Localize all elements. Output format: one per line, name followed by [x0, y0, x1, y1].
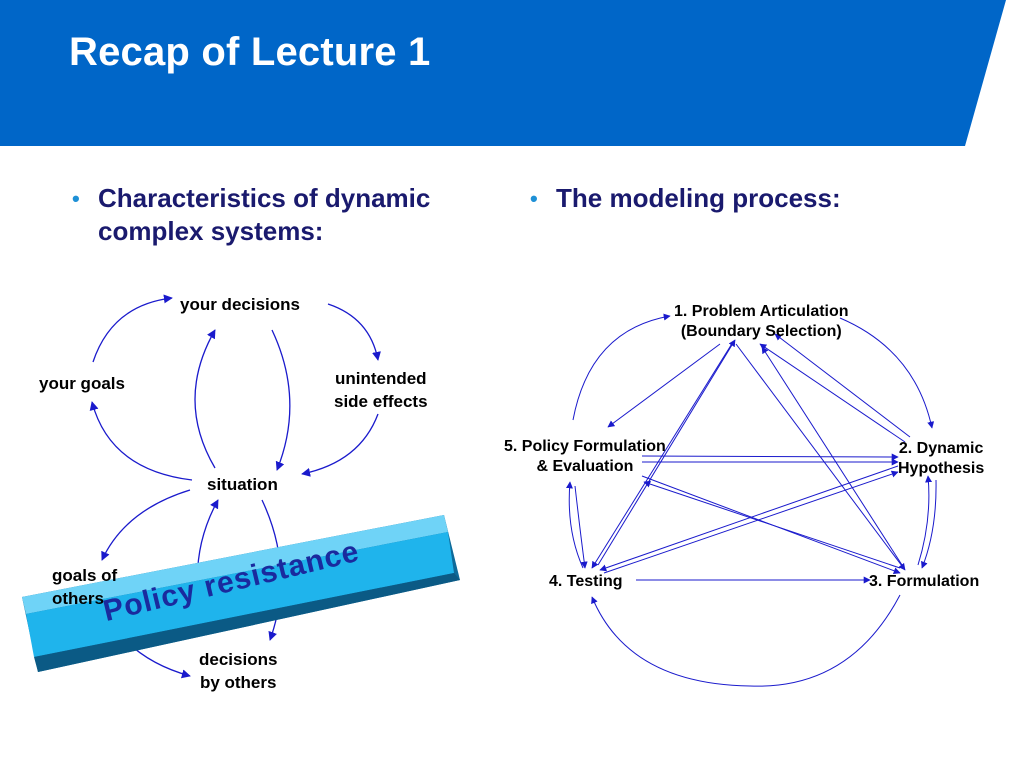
policy-resistance-banner — [22, 515, 460, 672]
arrow-2-to-4 — [599, 465, 899, 572]
node-policy-formulation: 5. Policy Formulation& Evaluation — [504, 438, 666, 475]
bullet-modeling-process: • The modeling process: — [530, 182, 956, 215]
arrow-sideeffects-to-situation — [301, 413, 379, 477]
arrow-1-to-4 — [591, 341, 734, 569]
node-formulation: 3. Formulation — [869, 573, 980, 590]
arrow-cycle-2-to-3 — [921, 479, 937, 569]
arrow-4-to-1 — [597, 339, 736, 566]
node-problem-articulation: 1. Problem Articulation(Boundary Selecti… — [674, 303, 849, 340]
arrow-situation-to-decisions — [194, 329, 216, 469]
node-your-decisions: your decisions — [180, 295, 300, 314]
side-effects-line: side effects — [334, 392, 428, 411]
node-testing: 4. Testing — [549, 573, 623, 590]
arrow-3-to-5 — [643, 480, 901, 569]
arrow-situation-to-goalsofothers — [101, 489, 191, 561]
page-title: Recap of Lecture 1 — [69, 30, 431, 74]
arrow-cycle-5-to-1 — [572, 313, 671, 421]
bullet-characteristics: • Characteristics of dynamic complex sys… — [72, 182, 498, 248]
arrow-2-to-1 — [759, 343, 906, 443]
arrow-decisions-to-situation — [271, 329, 291, 471]
arrow-1-to-5 — [607, 343, 721, 428]
arrow-cycle-3-to-4-bottom — [591, 594, 901, 687]
arrow-decisions-to-sideeffects — [327, 303, 381, 361]
arrow-cycle-3-to-2 — [917, 475, 933, 566]
arrow-cycle-4-to-5 — [565, 481, 584, 569]
bullet-dot-icon: • — [530, 186, 538, 211]
arrow-goals-to-decisions — [92, 294, 173, 363]
bullet-modeling-process-text: The modeling process: — [556, 183, 841, 213]
arrow-cycle-1-to-2 — [839, 317, 935, 429]
header-banner — [0, 0, 1006, 146]
arrow-4-to-2 — [603, 470, 899, 574]
arrow-5-to-2 — [641, 453, 899, 461]
arrow-3-to-1 — [761, 346, 903, 566]
arrow-situation-to-goals — [89, 401, 193, 481]
bullet-dot-icon: • — [72, 186, 80, 211]
node-your-goals: your goals — [39, 374, 125, 393]
arrow-2-to-1b — [774, 333, 911, 438]
bullet-characteristics-text: Characteristics of dynamic complex syste… — [98, 183, 431, 246]
arrow-cycle-5-to-4 — [574, 485, 588, 569]
node-situation: situation — [207, 475, 278, 494]
